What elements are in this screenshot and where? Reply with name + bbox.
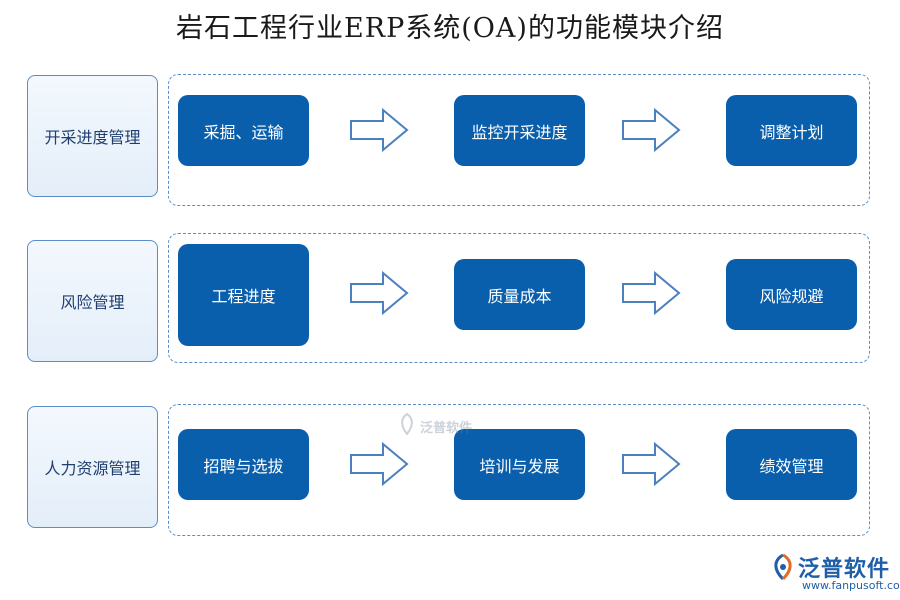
- step-box: 调整计划: [726, 95, 857, 166]
- arrow-right-icon: [621, 107, 681, 153]
- step-box: 采掘、运输: [178, 95, 309, 166]
- row-label: 人力资源管理: [27, 406, 158, 528]
- logo-name: 泛普软件: [798, 557, 891, 582]
- row-label: 风险管理: [27, 240, 158, 362]
- step-box: 质量成本: [454, 259, 585, 330]
- diagram-title: 岩石工程行业ERP系统(OA)的功能模块介绍: [176, 13, 724, 44]
- step-box: 风险规避: [726, 259, 857, 330]
- row-human-resources: 人力资源管理 招聘与选拔 培训与发展 绩效管理: [0, 0, 900, 536]
- row-panel: [168, 233, 870, 363]
- row-mining-progress: 开采进度管理 采掘、运输 监控开采进度 调整计划: [0, 0, 900, 206]
- arrow-right-icon: [349, 441, 409, 487]
- logo-url: www.fanpusoft.com: [802, 579, 900, 592]
- step-box: 招聘与选拔: [178, 429, 309, 500]
- brand-logo: 泛普软件 www.fanpusoft.com: [768, 551, 900, 597]
- step-box: 监控开采进度: [454, 95, 585, 166]
- row-risk-management: 风险管理 工程进度 质量成本 风险规避: [0, 0, 900, 363]
- fanpu-watermark-icon: [398, 412, 416, 439]
- arrow-right-icon: [349, 107, 409, 153]
- step-box: 工程进度: [178, 244, 309, 346]
- row-panel: [168, 404, 870, 536]
- step-box: 绩效管理: [726, 429, 857, 500]
- watermark: 泛普软件: [398, 411, 488, 441]
- step-box: 培训与发展: [454, 429, 585, 500]
- fanpu-logo-icon: [770, 553, 796, 585]
- row-label: 开采进度管理: [27, 75, 158, 197]
- watermark-text: 泛普软件: [420, 420, 473, 436]
- arrow-right-icon: [349, 270, 409, 316]
- arrow-right-icon: [621, 270, 681, 316]
- row-panel: [168, 74, 870, 206]
- arrow-right-icon: [621, 441, 681, 487]
